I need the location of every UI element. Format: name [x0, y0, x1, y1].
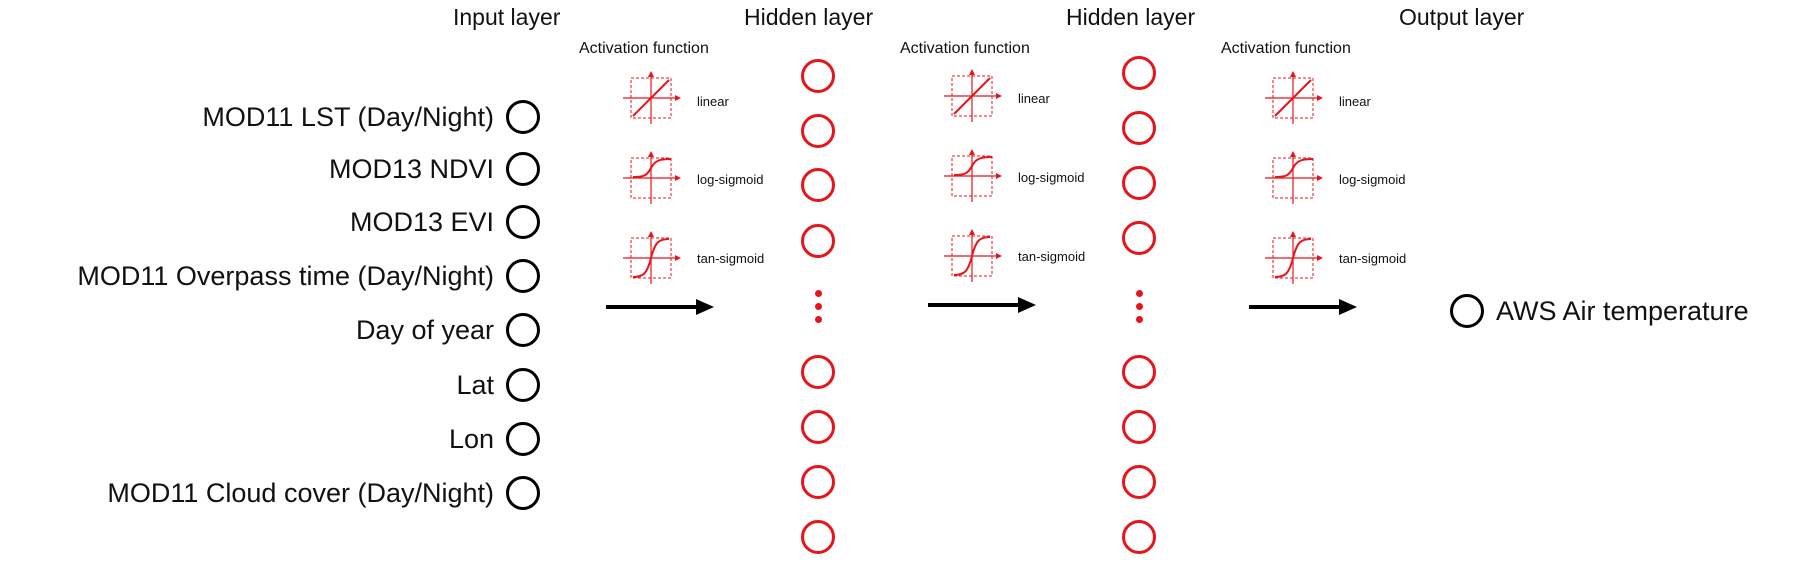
- flow-arrow-hidden2-to-output: [1249, 299, 1357, 315]
- input-node: [506, 422, 540, 456]
- linear-activation-icon: [1265, 71, 1323, 124]
- hidden2-ellipsis-dot: [1136, 316, 1143, 323]
- hidden1-ellipsis-dot: [815, 316, 822, 323]
- input-node: [506, 205, 540, 239]
- linear-activation-icon: [944, 69, 1002, 122]
- hidden2-ellipsis-dot: [1136, 303, 1143, 310]
- tan-sigmoid-activation-icon: [623, 231, 681, 284]
- input-node-row: Lat: [0, 365, 540, 405]
- input-label: MOD11 Cloud cover (Day/Night): [107, 477, 494, 508]
- activation-function-title-2: Activation function: [900, 40, 1030, 57]
- log-sigmoid-activation-icon: [623, 151, 681, 204]
- input-label: Lon: [448, 423, 494, 454]
- input-node: [506, 259, 540, 293]
- activation-function-title-1: Activation function: [579, 40, 709, 57]
- output-node-row: AWS Air temperature: [1450, 291, 1749, 331]
- flow-arrow-input-to-hidden1: [606, 299, 714, 315]
- input-node: [506, 100, 540, 134]
- input-label: Lat: [456, 369, 494, 400]
- output-node: [1450, 294, 1484, 328]
- activation-label-linear: linear: [697, 94, 729, 109]
- hidden2-ellipsis-dot: [1136, 290, 1143, 297]
- output-layer-title: Output layer: [1399, 4, 1525, 30]
- input-node-row: MOD13 NDVI: [0, 149, 540, 189]
- hidden1-node: [801, 355, 835, 389]
- tan-sigmoid-activation-icon: [944, 229, 1002, 282]
- input-node-row: Lon: [0, 419, 540, 459]
- input-label: MOD13 EVI: [349, 206, 494, 237]
- hidden-layer-2-title: Hidden layer: [1066, 4, 1196, 30]
- input-node: [506, 152, 540, 186]
- input-node-row: MOD11 LST (Day/Night): [0, 97, 540, 137]
- input-label: MOD11 Overpass time (Day/Night): [77, 260, 494, 291]
- input-label: MOD11 LST (Day/Night): [202, 101, 494, 132]
- log-sigmoid-activation-icon: [1265, 151, 1323, 204]
- hidden1-node: [801, 465, 835, 499]
- output-label: AWS Air temperature: [1496, 295, 1749, 326]
- hidden1-node: [801, 520, 835, 554]
- hidden2-node: [1122, 111, 1156, 145]
- activation-label-tan-sigmoid: tan-sigmoid: [1339, 251, 1407, 266]
- hidden2-node: [1122, 166, 1156, 200]
- hidden1-node: [801, 224, 835, 258]
- hidden1-node: [801, 410, 835, 444]
- activation-label-tan-sigmoid: tan-sigmoid: [1018, 249, 1086, 264]
- activation-label-log-sigmoid: log-sigmoid: [1339, 172, 1406, 187]
- input-node: [506, 476, 540, 510]
- hidden1-node: [801, 59, 835, 93]
- tan-sigmoid-activation-icon: [1265, 231, 1323, 284]
- input-node: [506, 313, 540, 347]
- activation-label-log-sigmoid: log-sigmoid: [697, 172, 764, 187]
- hidden1-node: [801, 168, 835, 202]
- hidden2-node: [1122, 520, 1156, 554]
- hidden-layer-1-title: Hidden layer: [744, 4, 874, 30]
- input-node-row: MOD13 EVI: [0, 202, 540, 242]
- hidden1-ellipsis-dot: [815, 290, 822, 297]
- input-node-row: MOD11 Overpass time (Day/Night): [0, 256, 540, 296]
- hidden1-node: [801, 114, 835, 148]
- activation-label-log-sigmoid: log-sigmoid: [1018, 170, 1085, 185]
- log-sigmoid-activation-icon: [944, 149, 1002, 202]
- flow-arrow-hidden1-to-hidden2: [928, 297, 1036, 313]
- input-node: [506, 368, 540, 402]
- input-layer-title: Input layer: [453, 4, 561, 30]
- hidden2-node: [1122, 355, 1156, 389]
- hidden2-node: [1122, 56, 1156, 90]
- input-label: Day of year: [355, 314, 494, 345]
- input-label: MOD13 NDVI: [328, 153, 494, 184]
- input-node-row: Day of year: [0, 310, 540, 350]
- activation-label-linear: linear: [1339, 94, 1371, 109]
- hidden2-node: [1122, 465, 1156, 499]
- input-node-row: MOD11 Cloud cover (Day/Night): [0, 473, 540, 513]
- linear-activation-icon: [623, 71, 681, 124]
- hidden2-node: [1122, 221, 1156, 255]
- hidden2-node: [1122, 410, 1156, 444]
- activation-label-linear: linear: [1018, 91, 1050, 106]
- activation-label-tan-sigmoid: tan-sigmoid: [697, 251, 765, 266]
- hidden1-ellipsis-dot: [815, 303, 822, 310]
- activation-function-title-3: Activation function: [1221, 40, 1351, 57]
